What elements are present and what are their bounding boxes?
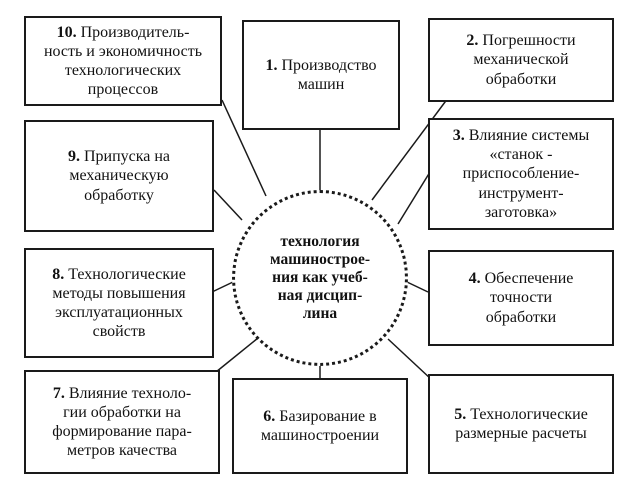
central-line: технология [280,233,360,251]
topic-number: 7. [52,384,65,402]
topic-line: Технологические [68,265,186,283]
topic-text: 1. Производство машин [265,56,376,94]
topic-line: гии обработки на [63,403,181,421]
topic-text: 9. Припуска на механическую обработку [68,147,170,205]
topic-line: размерные расчеты [455,425,587,442]
topic-number: 3. [452,127,465,145]
topic-line: инструмент- [478,184,564,202]
topic-line: эксплуатационных [55,304,183,321]
topic-number: 4. [468,270,481,288]
topic-line: точности [489,289,552,307]
topic-line: механическую [69,167,169,185]
topic-line: приспособление- [462,165,580,183]
topic-box-1: 1. Производство машин [242,20,400,130]
topic-line: формирование пара- [52,423,192,440]
topic-text: 5. Технологические размерные расчеты [454,405,588,443]
topic-line: Погрешности [482,32,576,50]
topic-number: 2. [466,32,479,50]
topic-number: 1. [265,56,278,74]
topic-number: 9. [67,148,80,166]
topic-line: заготовка» [484,203,558,221]
topic-line: метров качества [66,442,178,460]
topic-box-5: 5. Технологические размерные расчеты [428,374,614,474]
topic-line: машиностроении [260,427,380,444]
topic-text: 7. Влияние техноло- гии обработки на фор… [52,384,192,461]
topic-line: Производитель- [80,23,190,41]
topic-line: Технологические [470,405,588,423]
connector-4 [406,281,429,293]
topic-box-10: 10. Производитель- ность и экономичность… [24,16,222,106]
topic-line: машин [297,76,345,93]
topic-number: 6. [263,407,276,425]
topic-line: Влияние техноло- [68,384,192,402]
connector-3 [397,171,431,225]
topic-box-3: 3. Влияние системы «станок - приспособле… [428,118,614,230]
topic-line: методы повышения [52,284,186,302]
topic-text: 8. Технологические методы повышения эксп… [52,265,186,342]
topic-line: Базирование в [279,407,377,425]
connector-5 [387,338,433,381]
central-line: ная дисцип- [277,286,363,304]
topic-line: технологических [64,62,182,79]
topic-line: Припуска на [83,148,171,166]
central-line: ния как учеб- [272,269,368,287]
topic-text: 2. Погрешности механической обработки [466,31,575,89]
topic-line: ность и экономичность [43,42,203,60]
topic-line: Обеспечение [484,270,574,288]
topic-line: обработки [485,70,557,88]
topic-box-6: 6. Базирование в машиностроении [232,378,408,474]
topic-line: механической [473,51,569,69]
topic-text: 3. Влияние системы «станок - приспособле… [453,126,590,222]
connector-8 [211,281,234,293]
topic-line: Влияние системы [468,127,590,145]
topic-line: обработки [485,308,557,326]
topic-box-7: 7. Влияние техноло- гии обработки на фор… [24,370,220,474]
topic-line: Производство [281,56,377,74]
topic-number: 5. [454,405,467,423]
central-topic-text: технология машинострое- ния как учеб- на… [270,233,370,322]
connector-2 [371,97,449,201]
topic-line: «станок - [489,146,553,164]
topic-box-9: 9. Припуска на механическую обработку [24,120,214,232]
central-topic-circle: технология машинострое- ния как учеб- на… [232,190,408,366]
central-line: машинострое- [270,251,370,269]
topic-text: 6. Базирование в машиностроении [261,407,379,445]
topic-line: обработку [84,186,154,204]
central-line: лина [302,304,338,322]
connector-9 [213,189,243,221]
topic-line: процессов [87,81,159,99]
connector-7 [215,337,259,373]
topic-number: 8. [52,265,65,283]
topic-box-8: 8. Технологические методы повышения эксп… [24,248,214,358]
topic-line: свойств [92,323,146,341]
topic-text: 4. Обеспечение точности обработки [469,269,574,327]
topic-number: 10. [56,23,77,41]
topic-text: 10. Производитель- ность и экономичность… [44,23,202,100]
topic-box-4: 4. Обеспечение точности обработки [428,250,614,346]
connector-10 [221,99,267,197]
topic-box-2: 2. Погрешности механической обработки [428,18,614,102]
